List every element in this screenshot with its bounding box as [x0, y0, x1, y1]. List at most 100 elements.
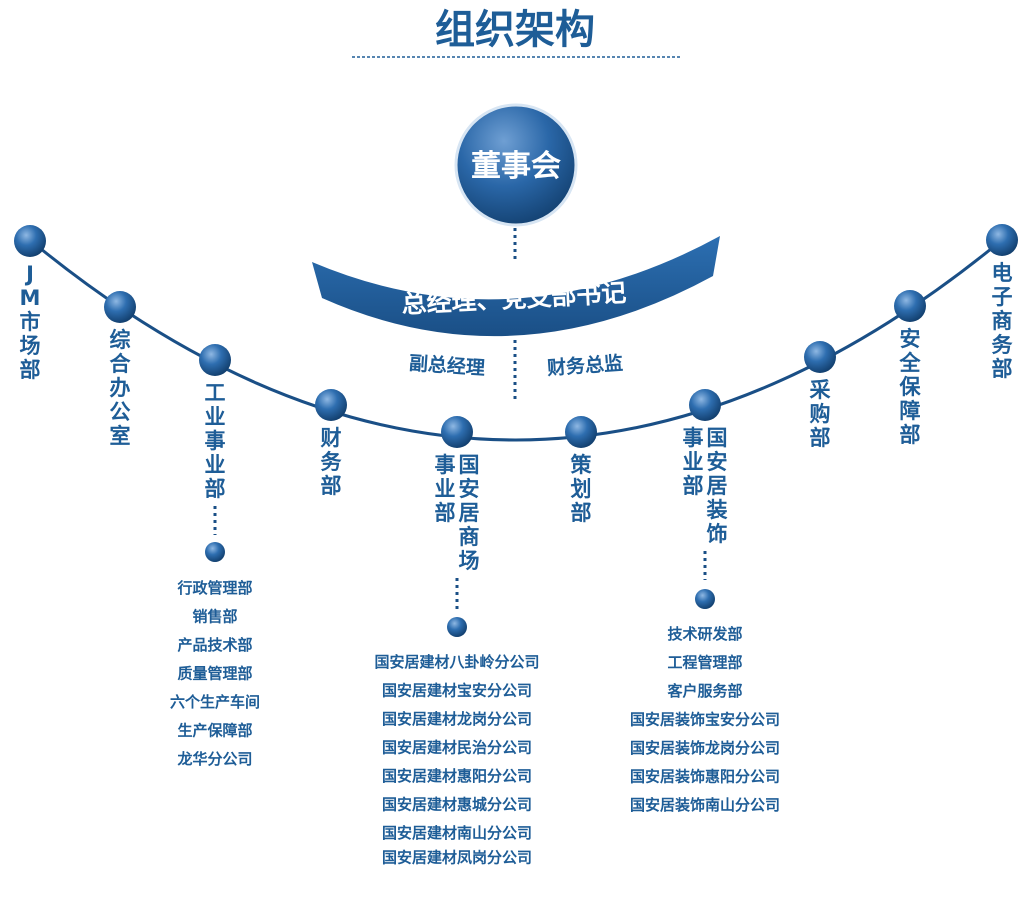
svg-text:安: 安	[459, 477, 480, 501]
main-curve	[29, 238, 1003, 442]
dept-node-9	[986, 224, 1018, 256]
svg-text:部: 部	[571, 501, 592, 525]
svg-text:财: 财	[321, 426, 342, 450]
department-nodes: JM市场部综合办公室工业事业部财务部国安居商场事业部策划部国安居装饰事业部采购部…	[14, 224, 1018, 573]
svg-text:综: 综	[110, 328, 131, 352]
svg-text:购: 购	[810, 402, 831, 426]
dept-label-7: 采购部	[810, 378, 831, 450]
sub-unit-item: 国安居建材南山分公司	[382, 824, 532, 842]
svg-text:公: 公	[110, 400, 131, 424]
svg-text:划: 划	[571, 477, 592, 501]
dept-node-5	[565, 416, 597, 448]
svg-text:市: 市	[20, 310, 41, 334]
svg-text:部: 部	[683, 474, 704, 498]
svg-text:业: 业	[205, 453, 226, 477]
dept-node-2	[199, 344, 231, 376]
svg-text:场: 场	[20, 334, 41, 358]
sub-unit-item: 工程管理部	[667, 654, 742, 672]
dept-node-0	[14, 225, 46, 257]
svg-text:业: 业	[205, 405, 226, 429]
svg-text:障: 障	[900, 399, 921, 423]
board-label: 董事会	[471, 149, 561, 184]
svg-text:务: 务	[321, 450, 343, 474]
dept-node-7	[804, 341, 836, 373]
cfo-label: 财务总监	[546, 351, 623, 379]
svg-text:J: J	[24, 262, 34, 286]
svg-text:保: 保	[899, 375, 922, 399]
sub-unit-item: 国安居装饰南山分公司	[630, 796, 780, 814]
svg-text:安: 安	[707, 450, 728, 474]
sub-unit-lists: 行政管理部销售部产品技术部质量管理部六个生产车间生产保障部龙华分公司国安居建材八…	[170, 506, 780, 867]
svg-text:部: 部	[992, 357, 1013, 381]
svg-text:国: 国	[707, 426, 728, 450]
svg-text:事: 事	[683, 426, 704, 450]
dept-label-3: 财务部	[321, 426, 343, 498]
svg-text:业: 业	[683, 450, 704, 474]
sub-unit-item: 行政管理部	[176, 579, 252, 597]
sub-unit-item: 生产保障部	[177, 722, 252, 740]
dept-node-8	[894, 290, 926, 322]
sub-unit-item: 国安居建材龙岗分公司	[382, 710, 532, 728]
svg-text:居: 居	[707, 474, 728, 498]
svg-text:部: 部	[321, 474, 342, 498]
svg-text:全: 全	[899, 351, 922, 375]
svg-text:商: 商	[992, 309, 1013, 333]
svg-text:安: 安	[900, 327, 921, 351]
svg-text:部: 部	[435, 501, 456, 525]
svg-text:办: 办	[110, 376, 131, 400]
svg-text:部: 部	[20, 358, 41, 382]
svg-text:合: 合	[110, 352, 132, 376]
sub-unit-item: 质量管理部	[177, 665, 252, 683]
dept-node-6	[689, 389, 721, 421]
svg-text:居: 居	[459, 501, 480, 525]
svg-text:采: 采	[810, 378, 831, 402]
svg-text:部: 部	[810, 426, 831, 450]
sub-unit-item: 国安居建材惠阳分公司	[382, 767, 532, 785]
sub-node-0	[205, 542, 225, 562]
svg-text:子: 子	[992, 285, 1013, 309]
dept-node-3	[315, 389, 347, 421]
dept-node-1	[104, 291, 136, 323]
svg-text:商: 商	[459, 525, 480, 549]
svg-text:室: 室	[110, 424, 131, 448]
svg-text:业: 业	[435, 477, 456, 501]
sub-unit-item: 产品技术部	[177, 636, 252, 654]
svg-text:M: M	[20, 286, 41, 310]
svg-text:部: 部	[900, 423, 921, 447]
sub-unit-item: 销售部	[192, 608, 237, 626]
svg-text:国: 国	[459, 453, 480, 477]
sub-unit-item: 客户服务部	[666, 682, 742, 700]
svg-text:电: 电	[992, 261, 1013, 285]
svg-text:事: 事	[205, 429, 226, 453]
sub-unit-item: 国安居建材民治分公司	[382, 739, 532, 757]
board-circle	[454, 103, 578, 227]
sub-unit-item: 国安居装饰宝安分公司	[630, 711, 780, 729]
sub-node-2	[695, 589, 715, 609]
svg-text:饰: 饰	[707, 522, 728, 546]
sub-unit-item: 龙华分公司	[176, 750, 252, 768]
svg-text:策: 策	[571, 453, 593, 477]
sub-unit-item: 国安居建材凤岗分公司	[382, 849, 532, 867]
deputy-gm-label: 副总经理	[408, 351, 485, 379]
dept-label-5: 策划部	[571, 453, 593, 525]
sub-unit-item: 国安居建材八卦岭分公司	[374, 653, 539, 671]
dept-node-4	[441, 416, 473, 448]
svg-text:务: 务	[992, 333, 1014, 357]
svg-text:部: 部	[205, 477, 226, 501]
sub-unit-item: 国安居装饰龙岗分公司	[630, 739, 780, 757]
gm-arc-band	[312, 236, 720, 337]
sub-unit-item: 国安居建材惠城分公司	[382, 796, 532, 814]
svg-text:装: 装	[707, 498, 728, 522]
page-title: 组织架构	[435, 7, 595, 53]
sub-unit-item: 技术研发部	[667, 625, 742, 643]
sub-unit-item: 国安居装饰惠阳分公司	[630, 768, 780, 786]
sub-node-1	[447, 617, 467, 637]
svg-text:事: 事	[435, 453, 456, 477]
